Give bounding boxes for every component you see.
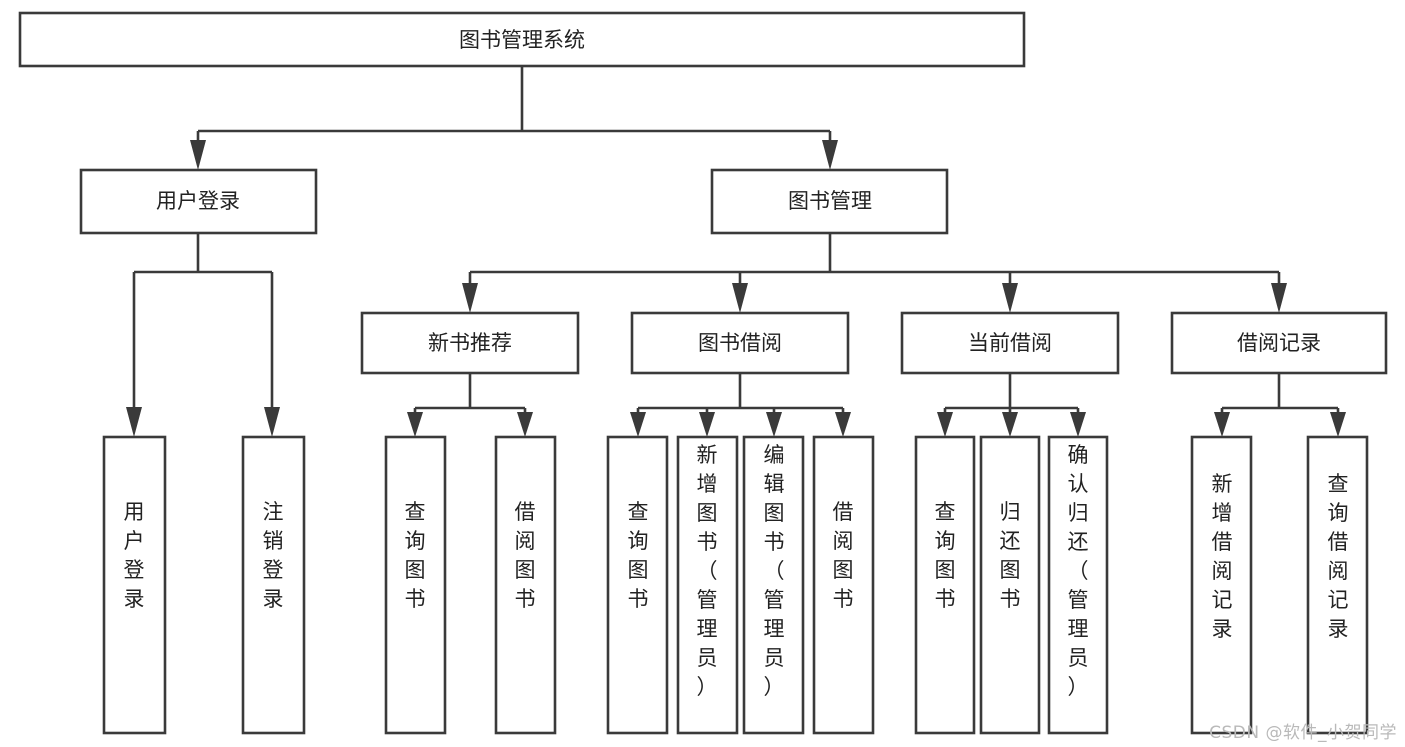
arrow-to-leaf-return-book xyxy=(1002,412,1018,437)
csdn-watermark: CSDN @软件_小贺同学 xyxy=(1209,723,1397,743)
arrow-to-leaf-borrow-book-2 xyxy=(835,412,851,437)
node-leaf-edit-book[interactable]: 编辑图书（管理员） xyxy=(742,435,805,735)
node-leaf-query-book-3[interactable]: 查询图书 xyxy=(914,435,976,735)
node-current-borrow[interactable]: 当前借阅 xyxy=(900,311,1120,375)
node-book-borrow[interactable]: 图书借阅 xyxy=(630,311,850,375)
node-book-borrow-box[interactable] xyxy=(630,311,850,375)
node-book-borrow-label: 图书借阅 xyxy=(698,331,782,355)
arrow-to-new-book-rec xyxy=(462,283,478,313)
node-leaf-confirm-return-label: 确认归还（管理员） xyxy=(1068,443,1089,699)
arrow-to-user-login xyxy=(190,140,206,170)
edges-layer xyxy=(126,66,1346,437)
arrow-to-leaf-add-book xyxy=(699,412,715,437)
node-leaf-user-login[interactable]: 用户登录 xyxy=(102,435,167,735)
node-borrow-record-box[interactable] xyxy=(1170,311,1388,375)
node-leaf-query-record[interactable]: 查询借阅记录 xyxy=(1306,435,1369,735)
node-leaf-user-login-label: 用户登录 xyxy=(124,500,145,611)
node-leaf-add-book-label: 新增图书（管理员） xyxy=(697,443,718,699)
node-leaf-query-book-3-box[interactable] xyxy=(914,435,976,735)
node-leaf-user-login-box[interactable] xyxy=(102,435,167,735)
node-root-box[interactable] xyxy=(18,11,1026,68)
arrow-to-leaf-add-record xyxy=(1214,412,1230,437)
node-new-book-rec-box[interactable] xyxy=(360,311,580,375)
node-leaf-edit-book-label: 编辑图书（管理员） xyxy=(764,443,785,699)
node-leaf-user-logout-label: 注销登录 xyxy=(263,500,284,611)
node-root-label: 图书管理系统 xyxy=(459,28,585,52)
arrow-to-leaf-user-login xyxy=(126,407,142,437)
node-new-book-rec[interactable]: 新书推荐 xyxy=(360,311,580,375)
arrow-to-leaf-query-book-1 xyxy=(407,412,423,437)
arrow-to-borrow-record xyxy=(1271,283,1287,313)
node-leaf-query-book-2-label: 查询图书 xyxy=(628,500,649,611)
node-leaf-add-book[interactable]: 新增图书（管理员） xyxy=(676,435,739,735)
node-leaf-user-logout[interactable]: 注销登录 xyxy=(241,435,306,735)
node-leaf-add-record[interactable]: 新增借阅记录 xyxy=(1190,435,1253,735)
arrow-to-leaf-confirm-return xyxy=(1070,412,1086,437)
node-leaf-return-book-label: 归还图书 xyxy=(1000,500,1021,611)
node-user-login[interactable]: 用户登录 xyxy=(79,168,318,235)
node-user-login-label: 用户登录 xyxy=(156,189,240,213)
arrow-to-leaf-query-book-2 xyxy=(630,412,646,437)
arrow-to-book-borrow xyxy=(732,283,748,313)
node-leaf-borrow-book-2-box[interactable] xyxy=(812,435,875,735)
node-leaf-confirm-return-box[interactable] xyxy=(1047,435,1109,735)
arrow-to-book-manage xyxy=(822,140,838,170)
node-book-manage-label: 图书管理 xyxy=(788,189,872,213)
node-leaf-borrow-book-1-label: 借阅图书 xyxy=(515,500,536,611)
node-leaf-borrow-book-1[interactable]: 借阅图书 xyxy=(494,435,557,735)
node-book-manage[interactable]: 图书管理 xyxy=(710,168,949,235)
node-user-login-box[interactable] xyxy=(79,168,318,235)
node-leaf-query-book-2-box[interactable] xyxy=(606,435,669,735)
arrow-to-leaf-user-logout xyxy=(264,407,280,437)
node-leaf-query-record-label: 查询借阅记录 xyxy=(1328,472,1349,641)
arrow-to-current-borrow xyxy=(1002,283,1018,313)
node-borrow-record-label: 借阅记录 xyxy=(1237,331,1321,355)
node-leaf-query-book-1-box[interactable] xyxy=(384,435,447,735)
arrow-to-leaf-edit-book xyxy=(766,412,782,437)
node-current-borrow-label: 当前借阅 xyxy=(968,331,1052,355)
node-new-book-rec-label: 新书推荐 xyxy=(428,331,512,355)
node-leaf-add-record-label: 新增借阅记录 xyxy=(1212,472,1233,641)
node-leaf-query-book-2[interactable]: 查询图书 xyxy=(606,435,669,735)
node-current-borrow-box[interactable] xyxy=(900,311,1120,375)
node-book-manage-box[interactable] xyxy=(710,168,949,235)
node-leaf-user-logout-box[interactable] xyxy=(241,435,306,735)
node-leaf-return-book-box[interactable] xyxy=(979,435,1041,735)
node-leaf-borrow-book-1-box[interactable] xyxy=(494,435,557,735)
node-leaf-borrow-book-2[interactable]: 借阅图书 xyxy=(812,435,875,735)
arrow-to-leaf-query-book-3 xyxy=(937,412,953,437)
node-leaf-query-book-1-label: 查询图书 xyxy=(405,500,426,611)
node-leaf-borrow-book-2-label: 借阅图书 xyxy=(833,500,854,611)
node-leaf-add-record-box[interactable] xyxy=(1190,435,1253,735)
node-borrow-record[interactable]: 借阅记录 xyxy=(1170,311,1388,375)
node-leaf-query-record-box[interactable] xyxy=(1306,435,1369,735)
node-leaf-return-book[interactable]: 归还图书 xyxy=(979,435,1041,735)
arrow-to-leaf-query-record xyxy=(1330,412,1346,437)
node-leaf-edit-book-box[interactable] xyxy=(742,435,805,735)
nodes-layer: 图书管理系统 用户登录 图书管理 新书推荐 图书借阅 当前 xyxy=(18,11,1388,735)
node-leaf-confirm-return[interactable]: 确认归还（管理员） xyxy=(1047,435,1109,735)
node-root[interactable]: 图书管理系统 xyxy=(18,11,1026,68)
node-leaf-add-book-box[interactable] xyxy=(676,435,739,735)
node-leaf-query-book-3-label: 查询图书 xyxy=(935,500,956,611)
arrow-to-leaf-borrow-book-1 xyxy=(517,412,533,437)
node-leaf-query-book-1[interactable]: 查询图书 xyxy=(384,435,447,735)
